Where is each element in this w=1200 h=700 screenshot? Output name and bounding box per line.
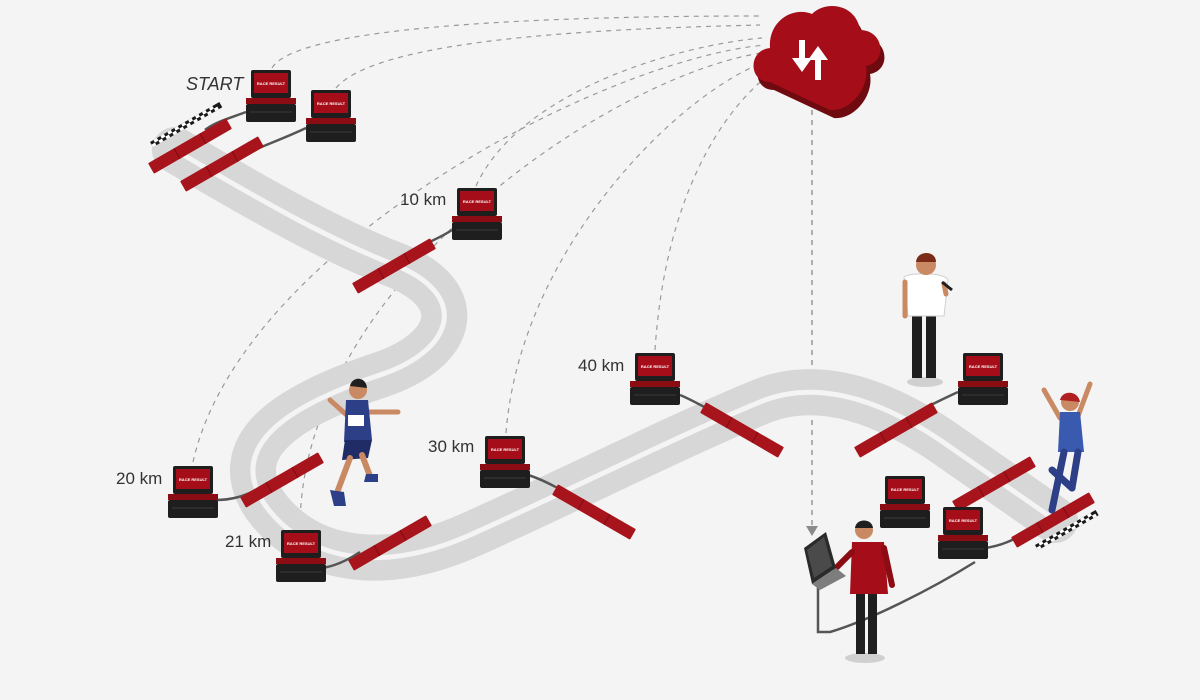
checkpoint-labels: START 10 km 20 km 21 km 30 km 40 km	[116, 74, 624, 551]
timing-box-10km-icon: RACE RESULT	[452, 188, 502, 240]
svg-text:RACE RESULT: RACE RESULT	[969, 364, 998, 369]
label-start: START	[186, 74, 245, 94]
timing-box-finish-a-icon: RACE RESULT	[958, 353, 1008, 405]
timing-box-start-a-icon: RACE RESULT	[246, 70, 296, 122]
operator-figure	[833, 520, 895, 663]
label-30km: 30 km	[428, 437, 474, 456]
svg-text:RACE RESULT: RACE RESULT	[257, 81, 286, 86]
mat-start-b	[180, 136, 264, 192]
link-20km	[192, 44, 766, 463]
mat-finish-b	[952, 456, 1036, 512]
mat-start-a	[148, 118, 232, 174]
label-20km: 20 km	[116, 469, 162, 488]
link-start-2	[335, 24, 761, 89]
announcer-figure	[902, 253, 953, 387]
svg-text:RACE RESULT: RACE RESULT	[891, 487, 920, 492]
mat-40km	[700, 402, 784, 458]
arrow-down-icon	[806, 526, 818, 536]
link-40km	[654, 69, 776, 351]
mat-10km	[352, 238, 436, 294]
timing-boxes: RACE RESULT RACE RESULT RACE RESULT RACE…	[168, 70, 1008, 582]
laptop-icon	[804, 532, 846, 590]
link-30km	[505, 59, 771, 434]
svg-text:RACE RESULT: RACE RESULT	[463, 199, 492, 204]
cloud-sync-icon	[753, 6, 885, 119]
svg-text:RACE RESULT: RACE RESULT	[491, 447, 520, 452]
mat-30km	[552, 484, 636, 540]
mat-20km	[240, 452, 324, 508]
timing-box-30km-icon: RACE RESULT	[480, 436, 530, 488]
timing-mats	[148, 118, 1095, 571]
mat-finish-a	[854, 402, 938, 458]
sync-arrows-icon	[792, 40, 828, 80]
mat-21km	[348, 515, 432, 571]
label-10km: 10 km	[400, 190, 446, 209]
timing-box-start-b-icon: RACE RESULT	[306, 90, 356, 142]
svg-text:RACE RESULT: RACE RESULT	[949, 518, 978, 523]
timing-box-40km-icon: RACE RESULT	[630, 353, 680, 405]
mat-finish-c	[1011, 492, 1095, 548]
svg-text:RACE RESULT: RACE RESULT	[287, 541, 316, 546]
svg-text:RACE RESULT: RACE RESULT	[317, 101, 346, 106]
finish-checkered-line-icon	[1035, 510, 1099, 551]
timing-box-finish-b-icon: RACE RESULT	[880, 476, 930, 528]
link-10km	[475, 37, 763, 187]
svg-text:RACE RESULT: RACE RESULT	[179, 477, 208, 482]
finisher-figure	[1041, 381, 1093, 514]
svg-text:RACE RESULT: RACE RESULT	[641, 364, 670, 369]
label-40km: 40 km	[578, 356, 624, 375]
timing-box-20km-icon: RACE RESULT	[168, 466, 218, 518]
link-21km	[299, 51, 769, 529]
label-21km: 21 km	[225, 532, 271, 551]
timing-box-finish-c-icon: RACE RESULT	[938, 507, 988, 559]
checkered-line-icon	[150, 102, 223, 148]
link-start	[271, 15, 761, 69]
runner-figure	[327, 378, 401, 506]
timing-box-21km-icon: RACE RESULT	[276, 530, 326, 582]
